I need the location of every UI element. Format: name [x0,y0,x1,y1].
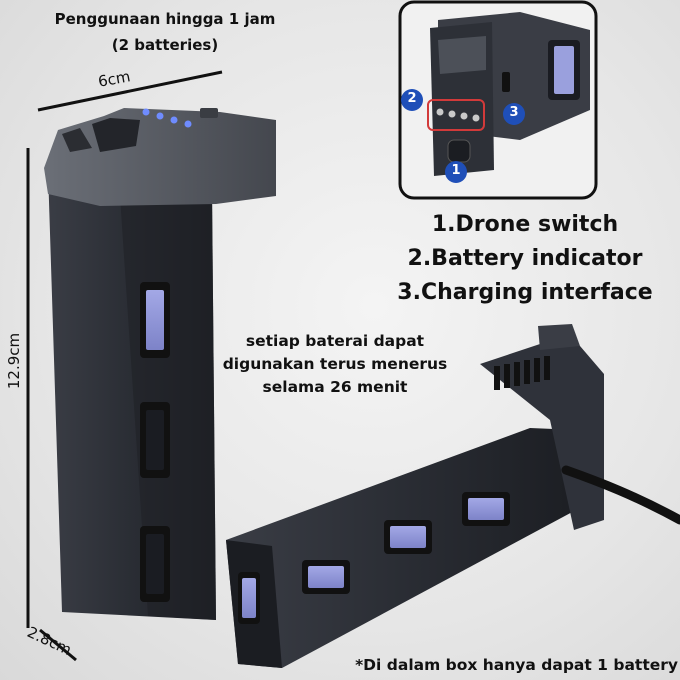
inset-battery-closeup [427,12,590,176]
callout-1 [445,161,467,183]
battery-led-indicators [142,108,192,128]
charging-cable [561,465,680,525]
feature-list: 1.Drone switch 2.Battery indicator 3.Cha… [380,208,670,310]
battery-life-line-2: digunakan terus menerus [222,355,448,373]
feature-drone-switch: 1.Drone switch [431,212,619,237]
callout-3-label: 3 [509,105,519,120]
inset-indicator-highlight [427,99,485,131]
inset-power-button [447,139,471,163]
battery-life-line-3: selama 26 menit [262,378,408,396]
box-contents-note: *Di dalam box hanya dapat 1 battery [355,656,678,674]
callout-2-label: 2 [407,91,417,106]
battery-horizontal [226,324,604,668]
callout-2 [401,89,423,111]
height-dimension-label: 12.9cm [5,332,24,390]
battery-vertical [44,108,276,620]
usage-time-line-1: Penggunaan hingga 1 jam [54,10,276,28]
depth-dimension-line [39,628,77,662]
usage-time-line-2: (2 batteries) [111,36,219,54]
battery-connector-pins [494,356,550,390]
battery-life-line-1: setiap baterai dapat [245,332,425,350]
width-dimension-line [37,70,223,112]
callout-3 [503,103,525,125]
feature-battery-indicator: 2.Battery indicator [407,246,643,271]
feature-charging-interface: 3.Charging interface [397,280,653,305]
battery-life-label: setiap baterai dapat digunakan terus men… [210,330,460,399]
callout-1-label: 1 [451,163,461,178]
usage-time-label: Penggunaan hingga 1 jam (2 batteries) [40,6,290,58]
